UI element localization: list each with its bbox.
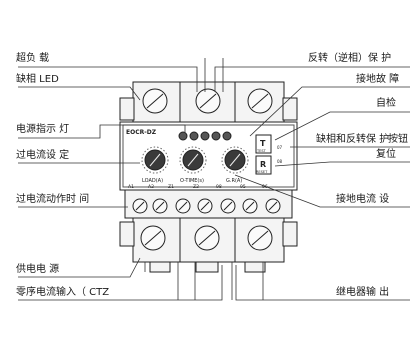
terminal-slot-6 (245, 201, 255, 211)
terminal-label-A1: A1 (128, 184, 134, 190)
label-reverse-phase: 反转（逆相）保 护 (308, 53, 392, 64)
buttons (255, 134, 272, 175)
led-2 (189, 131, 199, 141)
label-phase-loss-led: 缺相 LED (16, 74, 59, 85)
terminal-label-Z2: Z2 (193, 184, 199, 190)
label-button-extra: 按钮 (388, 134, 408, 145)
label-reset: 复位 (376, 149, 396, 160)
led-3 (200, 131, 210, 141)
reset-button (255, 155, 272, 175)
dial-load-ring (141, 146, 169, 174)
label-overload: 超负 载 (16, 53, 50, 64)
label-zero-seq-input: 零序电流输入（ CTZ (16, 287, 110, 298)
button-r-letter: R (260, 160, 266, 169)
button-t-letter: T (260, 139, 266, 148)
label-phase-reverse-protection: 缺相和反转保 护 (316, 134, 390, 145)
terminal-label-98: 98 (216, 184, 222, 190)
top-screws (142, 88, 273, 114)
label-ground-current-setting: 接地电流 设 (336, 194, 390, 205)
side-terminal-label-08: 08 (277, 159, 283, 164)
dial-label-otime: O-TIME(s) (180, 178, 204, 184)
label-power-indicator: 电源指示 灯 (16, 124, 70, 135)
label-relay-output: 继电器输 出 (336, 287, 390, 298)
device-model: EOCR-DZ (126, 129, 157, 136)
led-1 (178, 131, 188, 141)
terminal-slot-7 (268, 201, 278, 211)
label-power-supply: 供电电 源 (16, 264, 60, 275)
dial-otime-ring (179, 146, 207, 174)
terminal-label-96: 96 (262, 184, 268, 190)
dial-label-load: LOAD(A) (142, 178, 163, 184)
label-ground-fault: 接地故 障 (356, 74, 400, 85)
terminal-screws (132, 198, 281, 214)
dials (141, 146, 249, 174)
button-t-caption: TEST (256, 149, 267, 153)
terminal-label-Z1: Z1 (168, 184, 174, 190)
led-4 (211, 131, 221, 141)
side-terminal-label-07: 07 (277, 145, 283, 150)
terminal-slot-4 (200, 201, 210, 211)
terminal-slot-1 (135, 201, 145, 211)
terminal-slot-3 (178, 201, 188, 211)
terminal-label-A2: A2 (148, 184, 154, 190)
leader-lines (18, 58, 410, 301)
dial-gr-ring (221, 146, 249, 174)
terminal-slot-2 (155, 201, 165, 211)
led-row (178, 131, 232, 141)
label-self-test: 自检 (376, 98, 396, 109)
label-overcurrent-time: 过电流动作时 间 (16, 194, 90, 205)
bottom-screws (140, 225, 273, 251)
terminal-slot-5 (223, 201, 233, 211)
label-overcurrent-setting: 过电流设 定 (16, 150, 70, 161)
terminal-label-95: 95 (240, 184, 246, 190)
dial-label-gr: G.R(A) (226, 178, 242, 184)
test-button (255, 134, 272, 154)
led-5 (222, 131, 232, 141)
button-r-caption: RESET (256, 170, 268, 174)
terminal-labels: A1 A2 Z1 Z2 98 95 96 07 08 (128, 145, 283, 190)
